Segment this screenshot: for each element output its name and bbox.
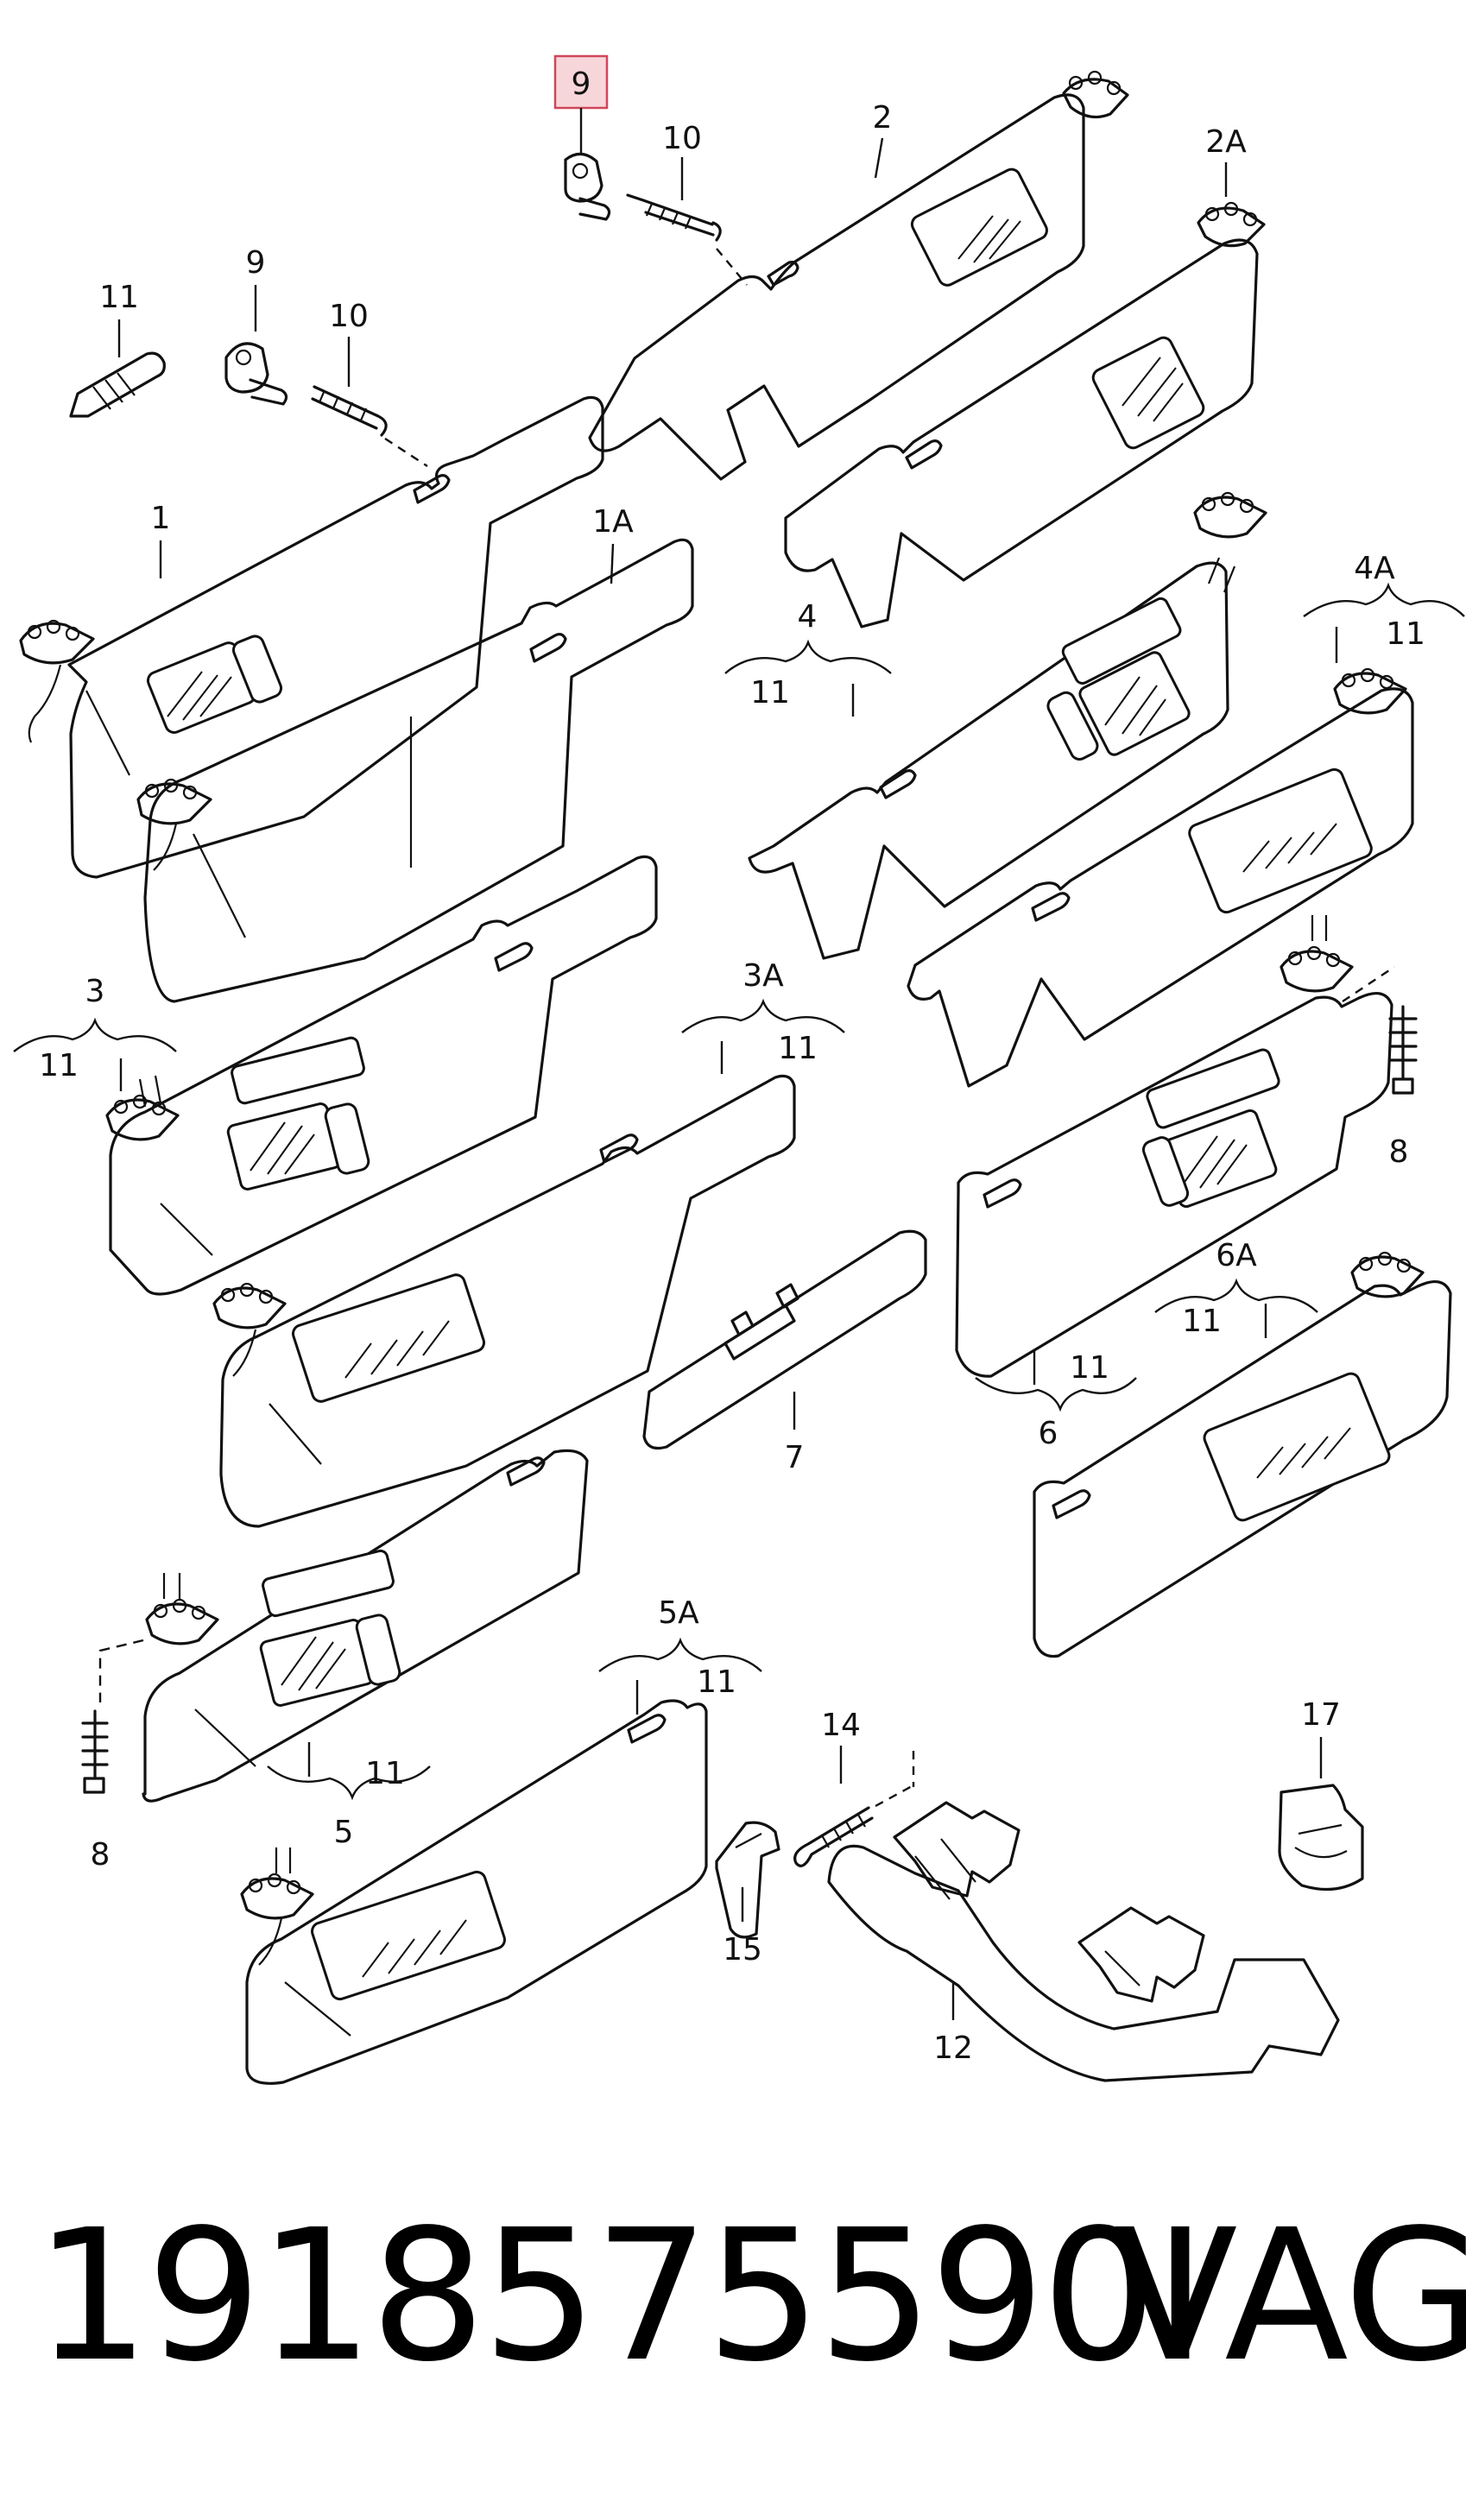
brand-name: VAG (1114, 2190, 1466, 2402)
sun-visor-part-3: 3 11 (13, 855, 658, 1296)
sun-visor-part-3A: 3A 11 (212, 958, 845, 1528)
svg-text:6: 6 (1039, 1416, 1058, 1451)
sun-visor-part-2A: 2A (784, 124, 1266, 628)
sun-visor-part-5: 11 5 (98, 1449, 589, 1850)
grab-handle-part-12: 12 (827, 1801, 1340, 2082)
svg-text:5A: 5A (658, 1595, 699, 1631)
svg-text:8: 8 (1389, 1134, 1409, 1170)
svg-text:4A: 4A (1354, 551, 1395, 586)
screw-part-8-left: 8 (81, 1709, 111, 1873)
svg-text:10: 10 (329, 299, 369, 334)
sun-visor-part-4A: 4A 11 (907, 551, 1465, 1088)
sun-visor-part-6: 6 11 (955, 915, 1395, 1451)
svg-text:9: 9 (246, 245, 266, 281)
bulb-part-11: 11 (69, 280, 166, 418)
svg-text:4: 4 (798, 599, 818, 635)
svg-text:11: 11 (365, 1756, 405, 1791)
screw-part-10-left: 10 (311, 299, 428, 468)
svg-text:3: 3 (85, 974, 105, 1009)
sun-visor-part-6A: 6A 11 (1033, 1238, 1452, 1658)
sun-visor-part-5A: 5A 11 (240, 1595, 762, 2085)
sun-visor-part-1A: 1A (136, 504, 694, 1003)
svg-text:11: 11 (39, 1048, 79, 1083)
sun-visor-part-2: 2 (588, 70, 1129, 481)
svg-text:14: 14 (821, 1708, 861, 1743)
svg-text:6A: 6A (1216, 1238, 1257, 1273)
svg-text:11: 11 (1070, 1350, 1109, 1386)
svg-text:11: 11 (1386, 616, 1425, 652)
svg-text:11: 11 (99, 280, 139, 315)
visor-clip-part-9-left: 9 (224, 245, 288, 406)
svg-text:10: 10 (662, 121, 702, 156)
svg-text:2: 2 (873, 100, 893, 136)
svg-text:7: 7 (785, 1440, 805, 1475)
screw-part-14: 14 (793, 1708, 915, 1867)
footer: 1918575590I VAG (0, 2193, 1466, 2400)
sun-visor-part-1: 1 (19, 395, 604, 879)
svg-text:12: 12 (933, 2031, 973, 2066)
part-number: 1918575590I (35, 2190, 1207, 2402)
svg-text:3A: 3A (742, 958, 784, 994)
svg-text:1A: 1A (592, 504, 634, 540)
cap-part-17: 17 (1278, 1697, 1364, 1892)
svg-text:17: 17 (1301, 1697, 1341, 1733)
svg-text:9: 9 (572, 66, 591, 102)
sun-visor-part-4: 4 11 (724, 491, 1267, 960)
screw-part-8-right: 8 (1388, 1005, 1418, 1170)
svg-text:11: 11 (750, 675, 790, 711)
svg-text:11: 11 (778, 1031, 818, 1066)
holder-part-7: 7 (642, 1229, 927, 1475)
screw-part-10-top: 10 (626, 121, 748, 286)
svg-text:11: 11 (1182, 1304, 1222, 1339)
svg-text:15: 15 (723, 1932, 762, 1967)
svg-text:2A: 2A (1205, 124, 1247, 160)
visor-clip-part-9-top (564, 152, 611, 221)
callout-9-highlighted[interactable]: 9 (553, 54, 609, 155)
svg-text:1: 1 (151, 501, 171, 536)
cover-cap-part-15: 15 (715, 1821, 780, 1967)
svg-text:11: 11 (697, 1664, 736, 1700)
svg-text:8: 8 (91, 1837, 111, 1873)
svg-text:5: 5 (334, 1815, 354, 1850)
